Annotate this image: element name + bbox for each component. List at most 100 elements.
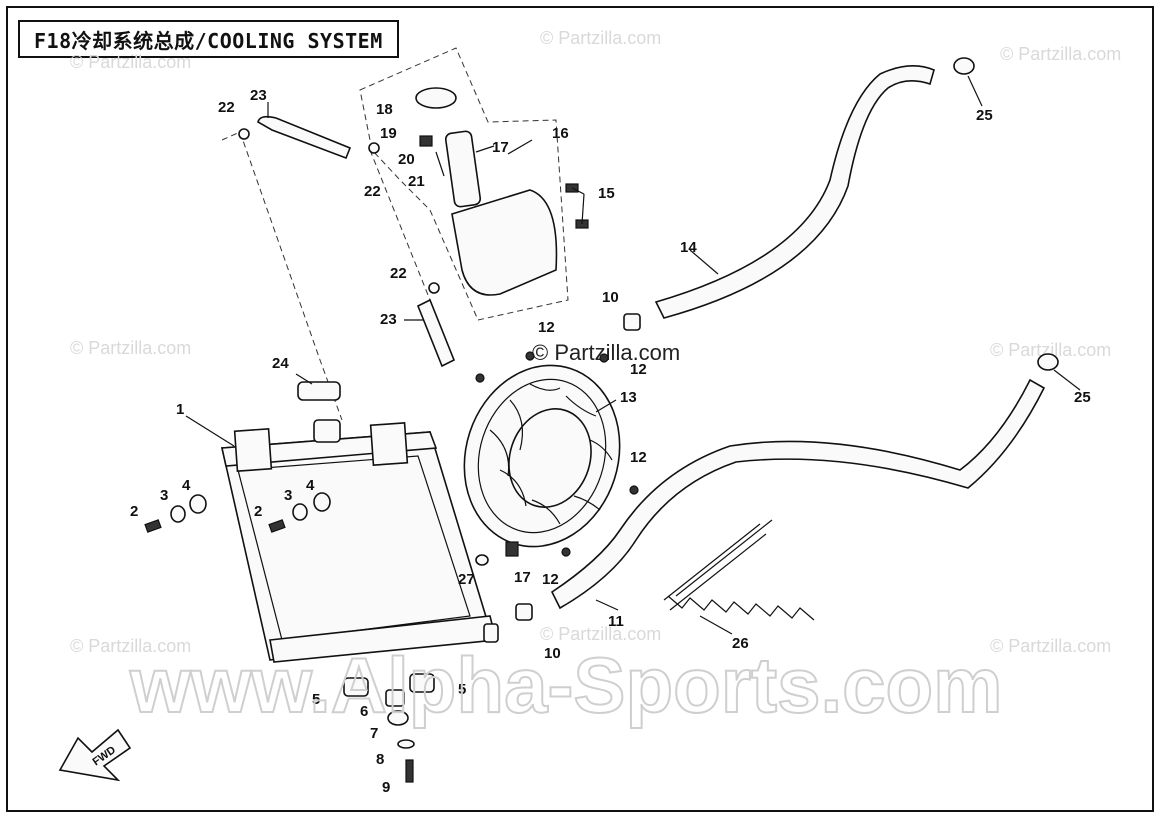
- callout-23: 23: [380, 311, 397, 328]
- washer: [292, 503, 308, 521]
- radiator-mount-bracket: [233, 428, 273, 472]
- callout-4: 4: [306, 477, 315, 494]
- fwd-arrow-icon: [58, 728, 132, 782]
- radiator-filler-neck: [313, 419, 341, 443]
- watermark-partzilla: © Partzilla.com: [70, 636, 191, 656]
- callout-3: 3: [160, 487, 168, 504]
- watermarks: © Partzilla.com © Partzilla.com © Partzi…: [70, 28, 1121, 656]
- callout-10: 10: [602, 289, 619, 306]
- callout-23: 23: [250, 87, 267, 104]
- callout-1: 1: [176, 401, 184, 418]
- reservoir-elbow: [419, 135, 433, 147]
- fan-blades: [489, 383, 613, 525]
- radiator-outlet: [483, 623, 499, 643]
- fan-shroud-ring: [477, 378, 607, 534]
- callout-25: 25: [1074, 389, 1091, 406]
- washer: [170, 505, 186, 523]
- watermark-partzilla: © Partzilla.com: [70, 338, 191, 358]
- upper-radiator-hose: [654, 65, 935, 319]
- fan-mount-tab: [599, 353, 609, 363]
- callout-3: 3: [284, 487, 292, 504]
- callout-2: 2: [254, 503, 262, 520]
- fan-motor: [508, 408, 592, 508]
- watermark-partzilla: © Partzilla.com: [70, 52, 191, 72]
- callout-27: 27: [458, 571, 475, 588]
- reservoir-tank: [451, 189, 558, 296]
- diagram-frame: [6, 6, 1154, 812]
- rubber-mount: [409, 673, 435, 693]
- overflow-hose-upper: [257, 115, 352, 160]
- callout-8: 8: [376, 751, 384, 768]
- nut: [623, 313, 641, 331]
- callout-5: 5: [458, 681, 466, 698]
- watermark-partzilla: © Partzilla.com: [990, 340, 1111, 360]
- callout-19: 19: [380, 125, 397, 142]
- callout-26: 26: [732, 635, 749, 652]
- callout-22: 22: [364, 183, 381, 200]
- overflow-hose-dashed-line: [369, 149, 431, 301]
- overflow-hose-dashed-line: [221, 131, 343, 421]
- callout-12: 12: [538, 319, 555, 336]
- bolt: [268, 519, 286, 533]
- callout-21: 21: [408, 173, 425, 190]
- hose-clip: [428, 282, 440, 294]
- hose-clamp: [953, 57, 975, 75]
- bolt: [405, 759, 414, 783]
- hose-clip: [238, 128, 250, 140]
- callout-10: 10: [544, 645, 561, 662]
- coolant-reservoir: [415, 87, 589, 296]
- bolt: [144, 519, 162, 533]
- callout-14: 14: [680, 239, 697, 256]
- reservoir-filler-tube: [444, 130, 482, 208]
- callout-6: 6: [360, 703, 368, 720]
- lower-radiator-hose: [550, 378, 1046, 610]
- callout-25: 25: [976, 107, 993, 124]
- callout-20: 20: [398, 151, 415, 168]
- rubber-mount: [343, 677, 369, 697]
- reservoir-dashed-outline: [359, 47, 569, 321]
- callout-12: 12: [630, 449, 647, 466]
- page-title: F18冷却系统总成/COOLING SYSTEM: [34, 28, 383, 53]
- fan-mount-tab: [525, 351, 535, 361]
- hardware: [144, 128, 641, 783]
- callout-17: 17: [514, 569, 531, 586]
- callout-12: 12: [542, 571, 559, 588]
- temperature-sensor: [505, 541, 519, 557]
- o-ring: [475, 554, 489, 566]
- callout-17: 17: [492, 139, 509, 156]
- watermark-alpha-sports: www.Alpha-Sports.com: [129, 641, 1003, 729]
- leader-lines: [185, 75, 1081, 635]
- fan-mount-tab: [561, 547, 571, 557]
- radiator: [221, 381, 499, 663]
- washer: [397, 739, 415, 749]
- overflow-hose-lower: [416, 298, 456, 368]
- radiator-fin-area: [237, 455, 471, 641]
- watermark-partzilla: © Partzilla.com: [990, 636, 1111, 656]
- reservoir-cap: [415, 87, 457, 109]
- callout-16: 16: [552, 125, 569, 142]
- callout-4: 4: [182, 477, 191, 494]
- nut: [515, 603, 533, 621]
- title-box: F18冷却系统总成/COOLING SYSTEM: [18, 20, 399, 58]
- protective-spring: [663, 519, 815, 621]
- fan-mount-tab: [629, 485, 639, 495]
- grommet: [189, 494, 207, 514]
- grommet: [313, 492, 331, 512]
- callout-2: 2: [130, 503, 138, 520]
- bushing: [387, 710, 409, 726]
- fwd-arrow: FWD: [58, 728, 132, 782]
- hose-clamp: [1037, 353, 1059, 371]
- radiator-mount-bracket: [369, 422, 409, 466]
- callout-9: 9: [382, 779, 390, 796]
- radiator-cap: [297, 381, 341, 401]
- callout-11: 11: [608, 613, 624, 630]
- hose-clip: [368, 142, 380, 154]
- callout-22: 22: [390, 265, 407, 282]
- callout-13: 13: [620, 389, 637, 406]
- collar: [385, 689, 405, 707]
- callout-12: 12: [630, 361, 647, 378]
- reservoir-pin: [435, 151, 445, 177]
- watermark-partzilla: © Partzilla.com: [540, 624, 661, 644]
